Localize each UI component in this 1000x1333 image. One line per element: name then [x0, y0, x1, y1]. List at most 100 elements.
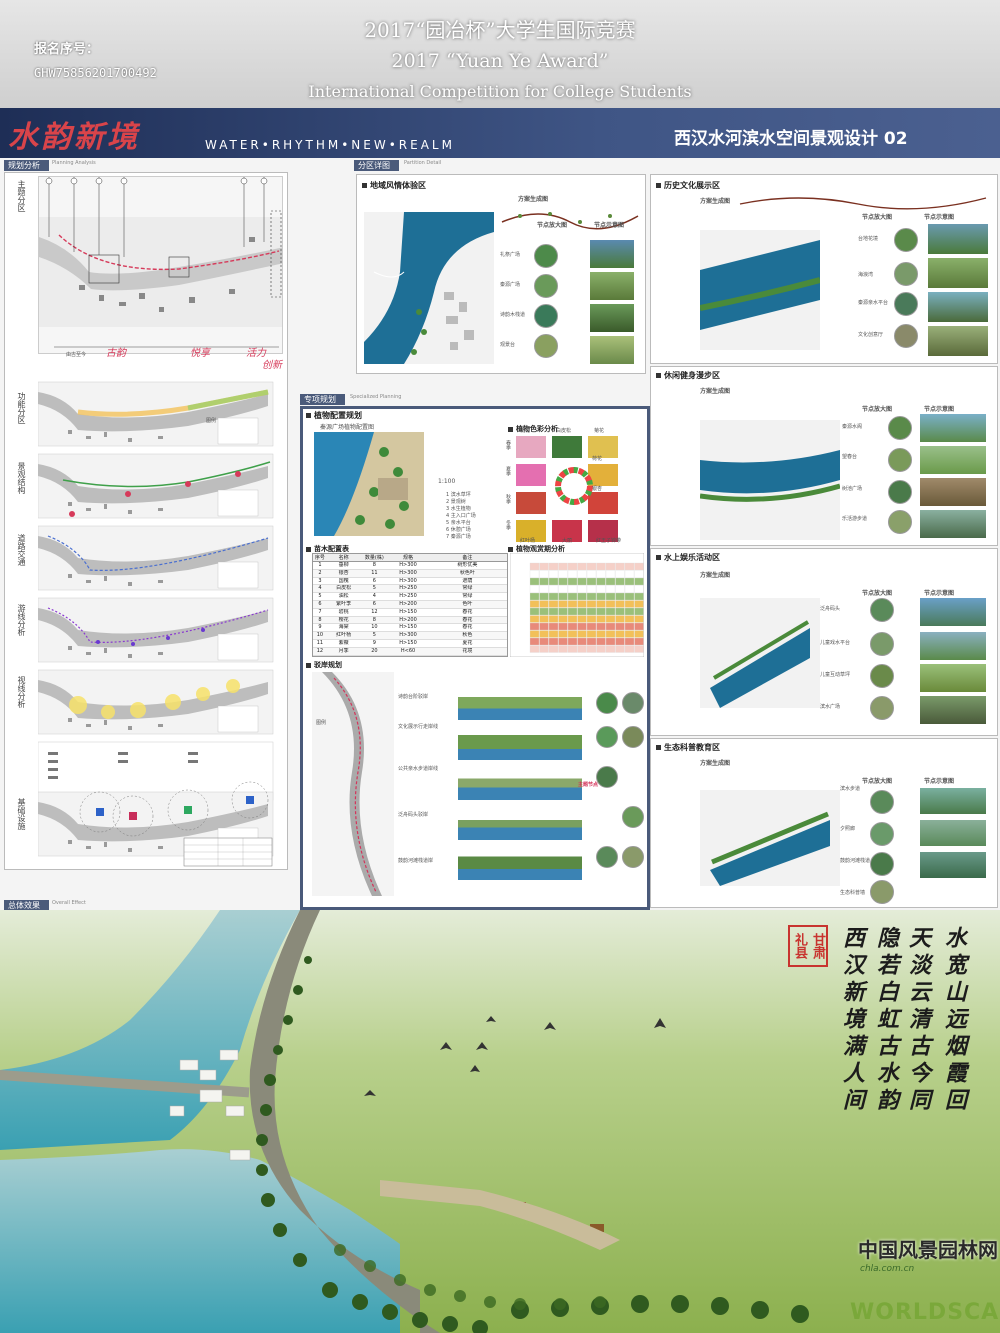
table-cell: 樱花	[338, 616, 349, 623]
table-cell: 20	[371, 647, 378, 654]
table-cell: 花境	[462, 647, 473, 654]
zone-map-4	[700, 598, 820, 708]
phenology-cell	[529, 592, 540, 601]
phenology-cell	[615, 592, 625, 601]
project-title: 西汉水河滨水空间景观设计 02	[674, 129, 908, 149]
node-photo	[928, 292, 988, 322]
poem-line-2: 天淡云清古今同	[905, 926, 931, 1115]
phenology-cell	[605, 592, 616, 601]
phenology-cell	[577, 607, 587, 616]
node-photo	[920, 788, 986, 814]
node-ex-label: 节点示意图	[924, 406, 955, 413]
plant-sub: 秦源广场植物配置图	[320, 424, 375, 431]
node-circle	[888, 510, 912, 534]
node-name: 树池广场	[842, 486, 863, 492]
node-circle	[534, 304, 558, 328]
row-label: 基础设施	[17, 798, 26, 830]
phenology-cell	[586, 637, 597, 646]
swatch-label: 大丽	[562, 538, 573, 544]
node-name: 台地花境	[858, 236, 879, 242]
table-cell: 红叶杨	[336, 632, 352, 639]
watermark-worldscape: WORLDSCAPE	[850, 1300, 1000, 1325]
phenology-cell	[548, 615, 559, 623]
phenology-cell	[558, 630, 568, 638]
seedling-title: 苗木配置表	[306, 544, 349, 554]
phenology-cell	[586, 600, 597, 608]
special-tab: 专项规划	[300, 394, 345, 405]
phenology-cell	[548, 562, 559, 571]
phenology-cell	[548, 600, 559, 608]
phenology-cell	[615, 645, 625, 653]
phenology-cell	[615, 622, 625, 631]
phenology-cell	[548, 637, 559, 646]
phenology-cell	[634, 592, 644, 601]
phenology-cell	[605, 562, 616, 571]
phenology-cell	[586, 592, 597, 601]
phenology-cell	[605, 600, 616, 608]
zone-map-2	[700, 230, 820, 350]
phenology-cell	[567, 637, 578, 646]
table-cell: 5	[318, 593, 322, 600]
node-ex-label: 节点示意图	[924, 778, 955, 785]
phenology-cell	[596, 615, 606, 623]
table-cell: H<60	[400, 647, 416, 654]
shore-type: 诗韵台阶驳岸	[398, 694, 429, 700]
table-cell: H>200	[399, 600, 417, 607]
node-photo	[920, 598, 986, 626]
phenology-cell	[615, 637, 625, 646]
phenology-cell	[634, 570, 644, 578]
scheme-label: 方案生成图	[700, 388, 731, 395]
phenology-cell	[558, 570, 568, 578]
scheme-label: 方案生成图	[700, 760, 731, 767]
plant-legend-item: 6 休憩广场	[446, 527, 471, 533]
poem-line-3: 隐若白虹古水韵	[873, 926, 899, 1115]
table-cell: 10	[316, 632, 324, 639]
table-cell: 6	[372, 600, 376, 607]
node-circle	[870, 598, 894, 622]
node-ex-label: 节点示意图	[924, 590, 955, 597]
shore-photo	[596, 726, 618, 748]
page-header	[0, 0, 1000, 108]
shore-title: 驳岸规划	[306, 660, 342, 670]
theme-node-label: 主题节点	[578, 782, 599, 788]
phenology-cell	[539, 562, 549, 571]
zone-map-1	[364, 212, 494, 364]
watermark-cn: 中国风景园林网	[858, 1238, 998, 1262]
competition-title-cn: 2017“园冶杯”大学生国际竞赛	[364, 18, 636, 42]
legend-label: 图例	[206, 418, 217, 424]
phenology-cell	[567, 570, 578, 578]
phenology-cell	[596, 592, 606, 601]
phenology-cell	[596, 570, 606, 578]
phenology-cell	[539, 607, 549, 616]
phenology-cell	[634, 562, 644, 571]
table-cell: 紫薇	[338, 639, 349, 646]
phenology-cell	[567, 622, 578, 631]
table-cell: H>150	[399, 608, 417, 615]
phenology-cell	[539, 615, 549, 623]
phenology-cell	[624, 570, 635, 578]
table-cell: 白皮松	[336, 585, 352, 592]
phenology-cell	[615, 615, 625, 623]
phenology-chart	[510, 553, 644, 657]
phenology-cell	[529, 607, 540, 616]
timeline-phase-3: 活力	[246, 348, 266, 359]
phenology-cell	[615, 607, 625, 616]
table-cell: 银杏	[338, 569, 349, 576]
node-circle	[870, 696, 894, 720]
shore-legend: 图例	[316, 720, 327, 726]
phenology-cell	[539, 577, 549, 586]
poem-line-1: 水宽山远烟霞回	[941, 926, 967, 1115]
node-circle	[894, 292, 918, 316]
node-circle	[894, 324, 918, 348]
node-name: 秦源亲水平台	[858, 300, 889, 306]
season-label: 夏季	[505, 466, 511, 476]
section-elevation	[458, 724, 582, 760]
section-elevation	[458, 844, 582, 880]
phenology-cell	[586, 622, 597, 631]
node-label: 节点放大图	[862, 778, 893, 785]
